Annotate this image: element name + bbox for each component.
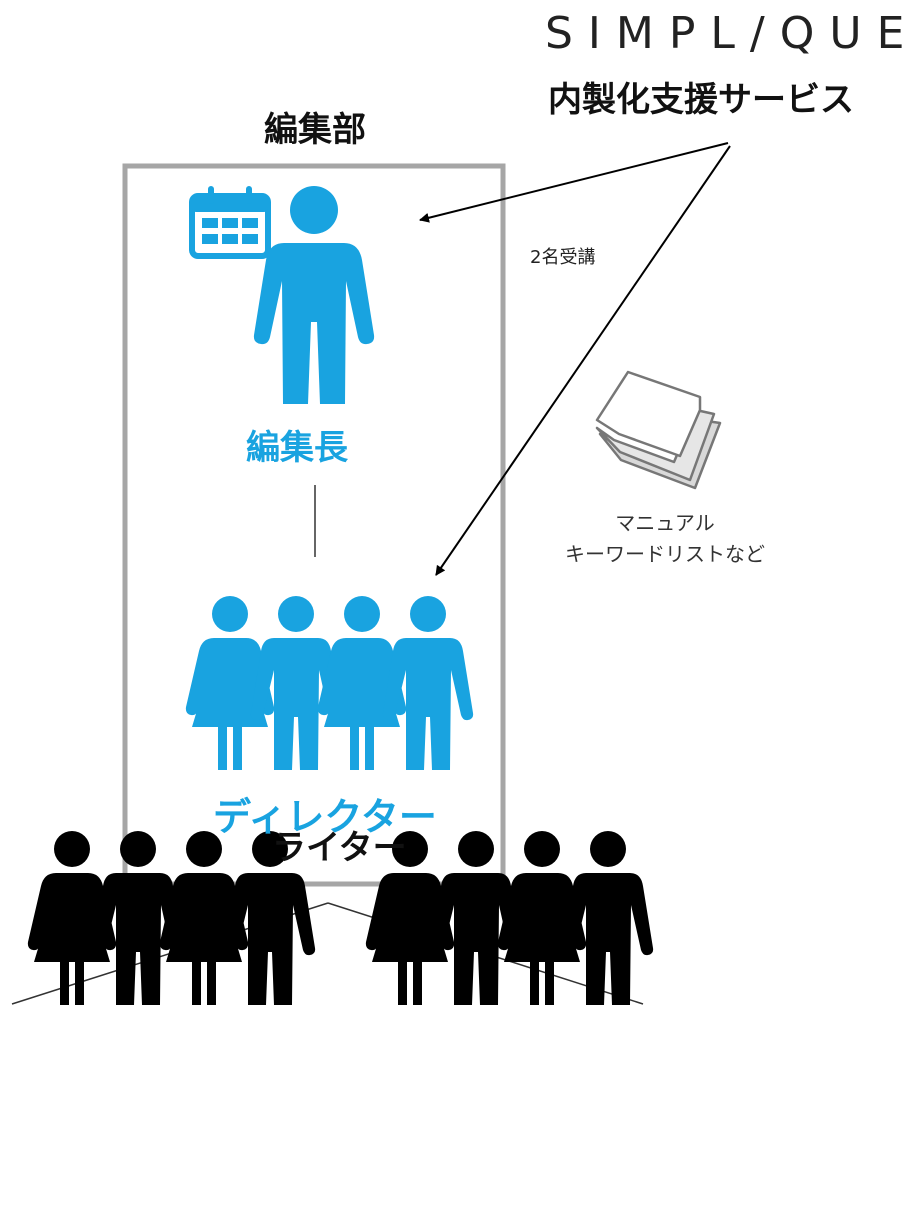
calendar-icon xyxy=(189,186,271,259)
writer-label: ライター xyxy=(272,828,407,868)
document-stack-icon xyxy=(595,370,722,490)
director-group xyxy=(185,596,474,770)
writer-group-right xyxy=(365,831,654,1005)
chief-label: 編集長 xyxy=(246,428,348,468)
trainees-annotation: 2名受講 xyxy=(530,247,596,268)
director-label: ディレクター xyxy=(213,795,437,839)
brand-logo: SIMPL/QUE xyxy=(545,8,920,59)
department-title: 編集部 xyxy=(264,110,366,150)
department-frame xyxy=(122,163,506,887)
service-title: 内製化支援サービス xyxy=(548,80,854,120)
chief-figure xyxy=(253,186,375,404)
service-arrows xyxy=(419,142,731,576)
materials-line-1: マニュアル xyxy=(615,511,715,535)
arrow-to-chief xyxy=(419,142,729,223)
materials-line-2: キーワードリストなど xyxy=(565,542,765,566)
materials-annotation: マニュアル キーワードリストなど xyxy=(530,508,800,570)
arrow-to-director xyxy=(435,145,731,576)
